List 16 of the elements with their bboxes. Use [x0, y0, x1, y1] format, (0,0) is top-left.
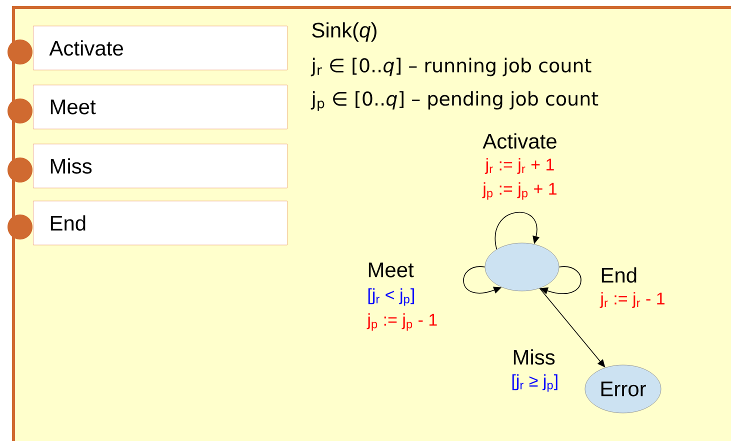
port-box: Activate — [8, 26, 288, 70]
action-label: j$_{r}$ := j$_{r}$ + 1 — [484, 158, 554, 174]
edge-label: End — [602, 267, 636, 283]
action-label: j$_{p}$ := j$_{p}$ - 1 — [366, 313, 437, 331]
edge-label: Miss — [514, 349, 555, 365]
port-box: Meet — [8, 84, 288, 130]
action-label: j$_{r}$ := j$_{r}$ - 1 — [600, 292, 664, 308]
guard-label: [j$_{r}$ < j$_{p}$] — [368, 288, 414, 306]
edge-label: Meet — [368, 262, 414, 278]
edge-label: Activate — [482, 133, 556, 149]
arrow — [494, 212, 540, 250]
port-box: End — [8, 200, 288, 246]
port-box: Miss — [8, 144, 288, 188]
guard-label: [j$_{r}$ ≥ j$_{p}$] — [512, 374, 558, 392]
state-ellipse — [484, 242, 560, 292]
action-label: j$_{p}$ := j$_{p}$ + 1 — [482, 182, 557, 200]
